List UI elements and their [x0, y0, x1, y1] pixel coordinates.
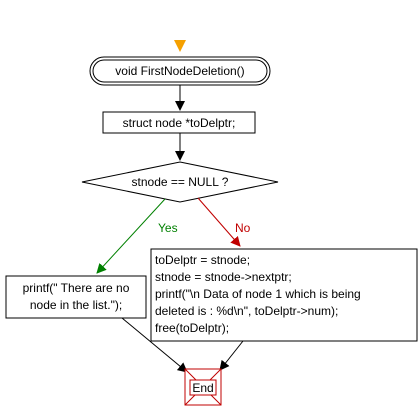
yes-process-line-2: node in the list.");	[30, 298, 122, 312]
no-process-line-2: stnode = stnode->nextptr;	[155, 270, 292, 284]
end-label: End	[192, 381, 213, 395]
start-terminator: void FirstNodeDeletion()	[89, 56, 271, 86]
connector-yes-branch	[96, 198, 166, 274]
yes-process-line-1: printf(" There are no	[23, 281, 130, 295]
decision-label: stnode == NULL ?	[132, 175, 229, 189]
end-terminator: End	[184, 368, 222, 406]
start-marker-icon	[174, 40, 186, 52]
no-process-line-3: printf("\n Data of node 1 which is being	[155, 287, 361, 301]
connector-yes-to-end	[121, 317, 188, 373]
no-process-line-5: free(toDelptr);	[155, 321, 229, 335]
connector-no-to-end	[219, 340, 244, 371]
yes-process: printf(" There are no node in the list."…	[5, 275, 147, 319]
branch-yes-label: Yes	[158, 221, 178, 235]
connector-no-branch	[197, 197, 241, 247]
no-process: toDelptr = stnode; stnode = stnode->next…	[150, 248, 418, 342]
branch-no-label: No	[235, 221, 251, 235]
no-process-line-4: deleted is : %d\n", toDelptr->num);	[155, 304, 338, 318]
declaration-label: struct node *toDelptr;	[123, 116, 236, 130]
declaration-process: struct node *toDelptr;	[102, 111, 256, 134]
no-process-line-1: toDelptr = stnode;	[155, 253, 250, 267]
start-label: void FirstNodeDeletion()	[115, 64, 244, 78]
decision-node: stnode == NULL ?	[81, 161, 279, 203]
